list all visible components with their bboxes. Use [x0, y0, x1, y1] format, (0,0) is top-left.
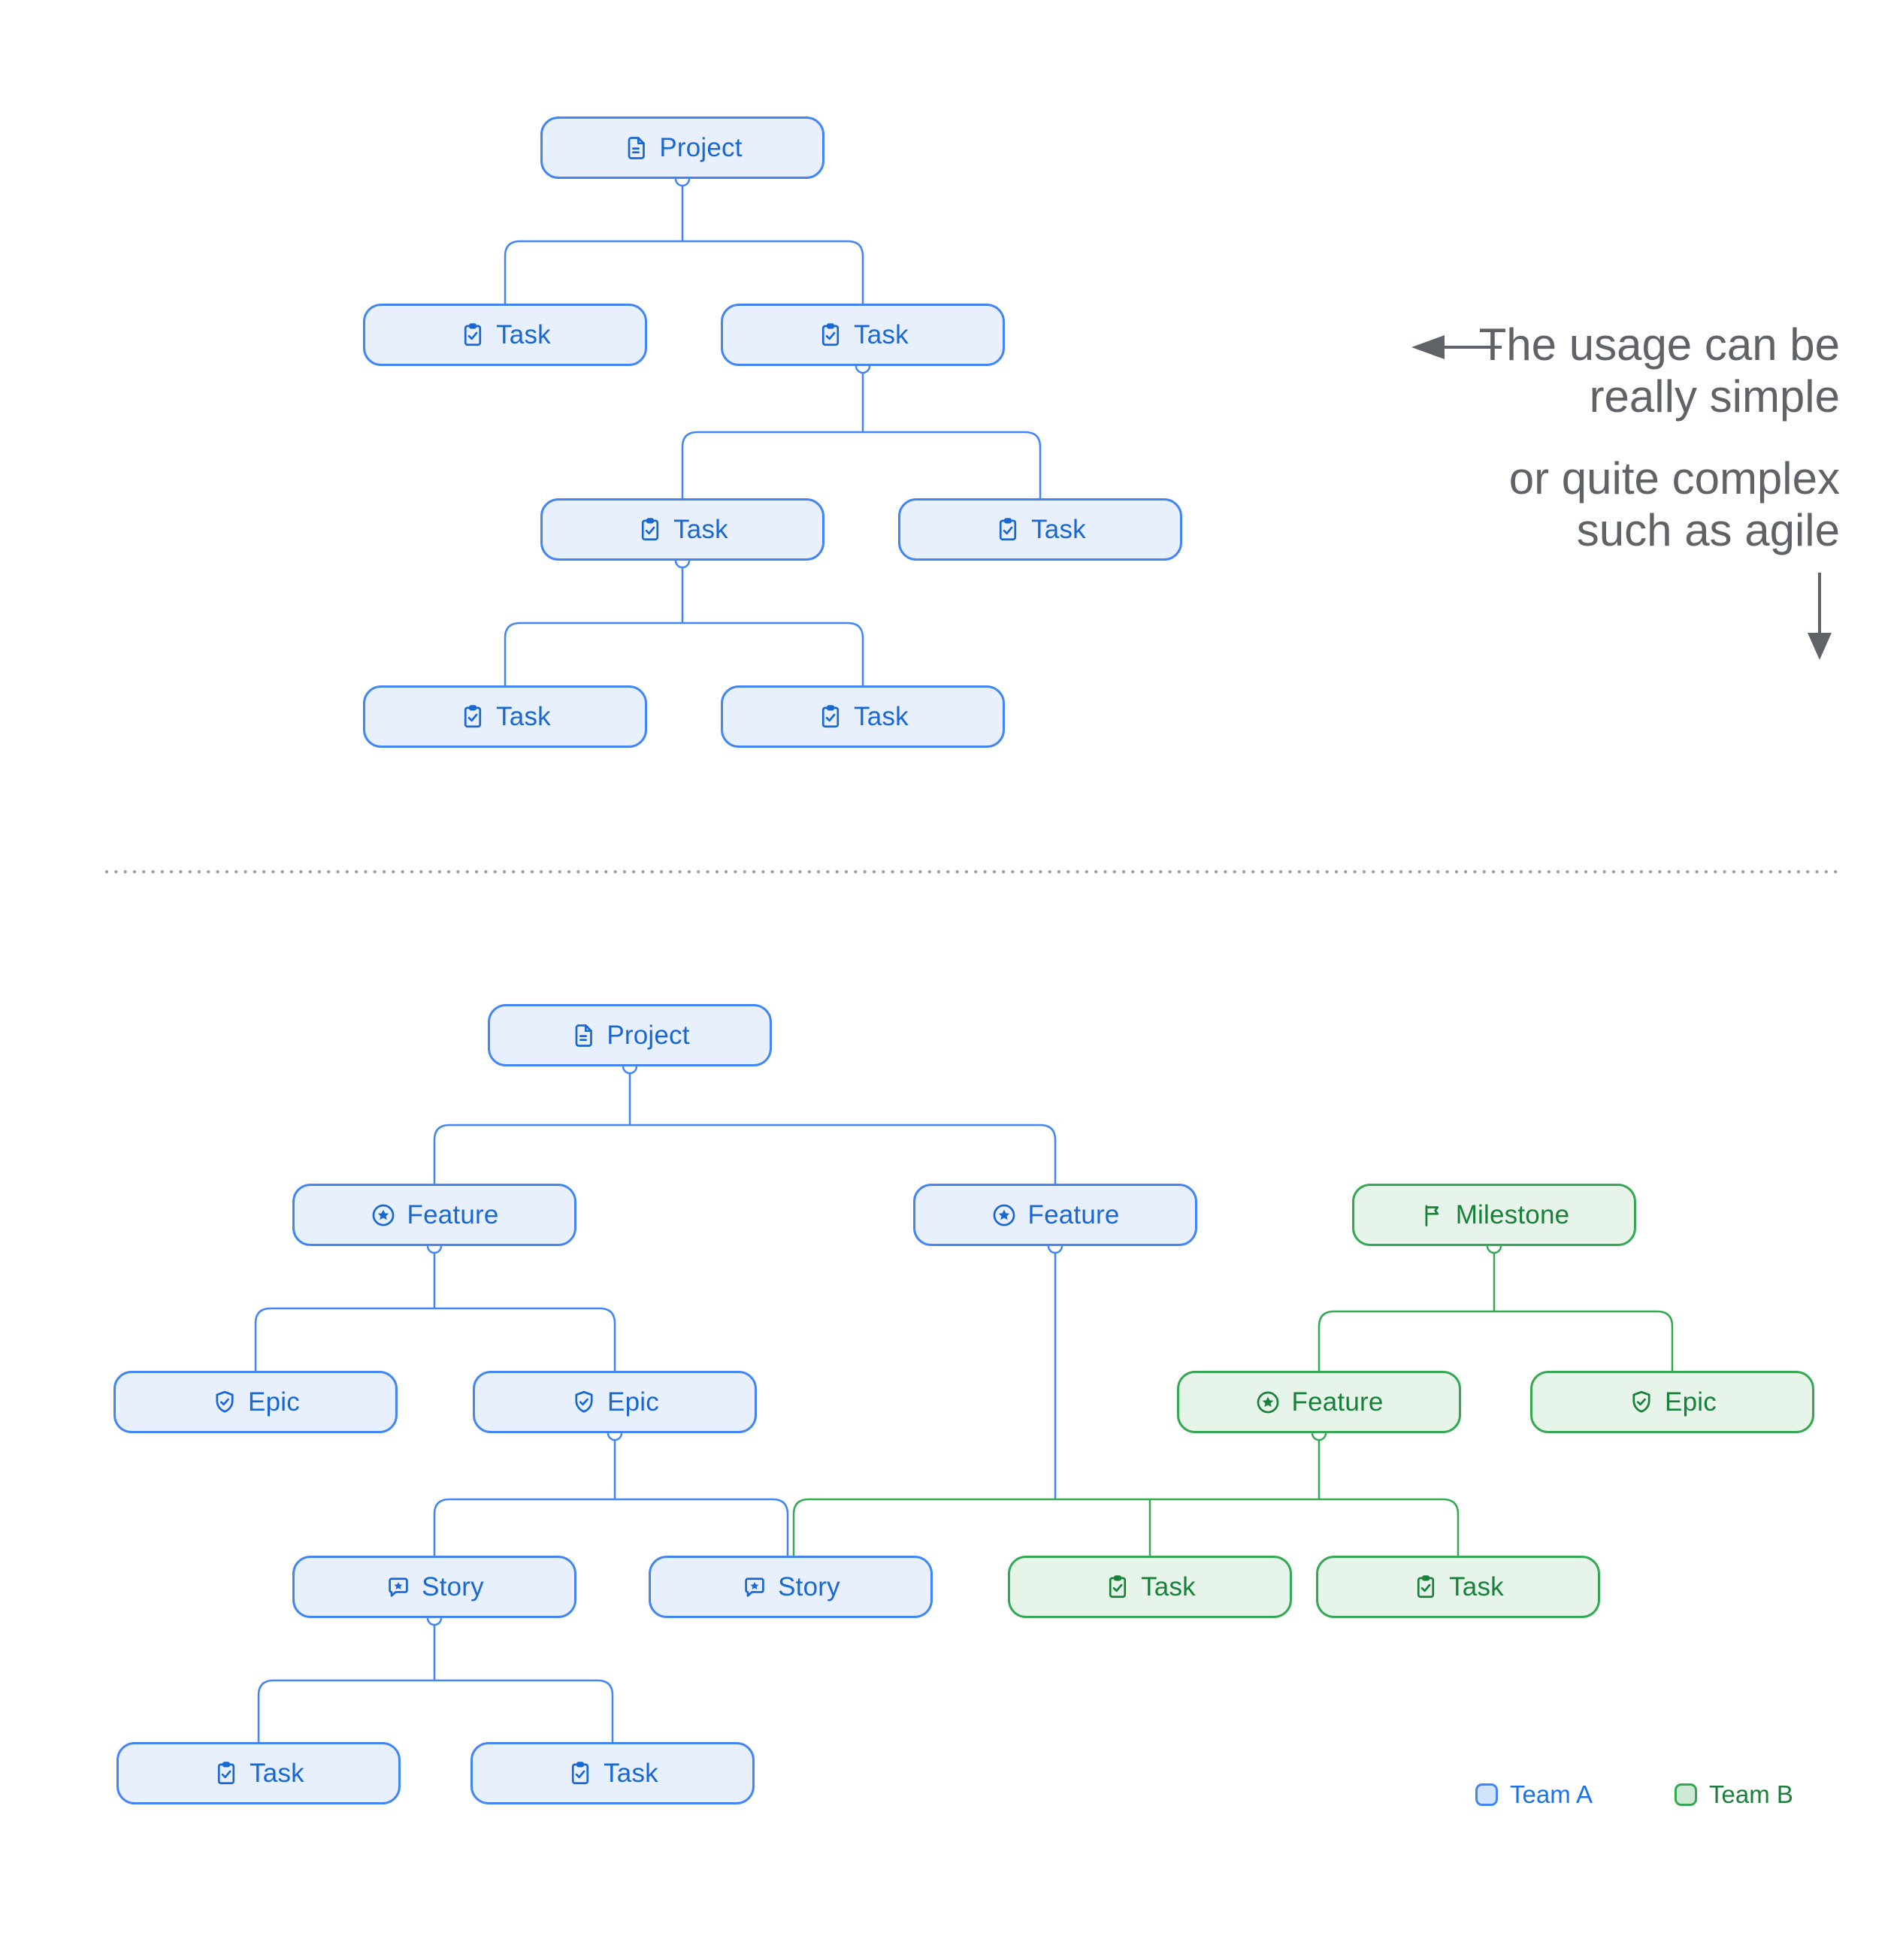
annotation-line: The usage can be: [1478, 319, 1840, 370]
node-top-task-2[interactable]: Task: [721, 304, 1005, 366]
team-b-swatch-icon: [1675, 1783, 1697, 1806]
connector-edge: [504, 567, 864, 685]
node-label: Task: [854, 701, 909, 731]
legend-item-team-b: Team B: [1675, 1780, 1793, 1809]
task-icon: [464, 322, 482, 346]
feature-icon: [1257, 1391, 1279, 1413]
node-bot-epic-3[interactable]: Epic: [1530, 1371, 1814, 1433]
node-bot-feature-2[interactable]: Feature: [913, 1184, 1197, 1246]
node-bot-story-1[interactable]: Story: [292, 1556, 576, 1618]
node-bot-feature-3[interactable]: Feature: [1177, 1371, 1461, 1433]
epic-icon: [575, 1390, 593, 1413]
annotation-line: really simple: [1589, 371, 1840, 422]
task-icon: [1000, 517, 1017, 540]
epic-icon: [1632, 1390, 1650, 1413]
node-bot-task-3[interactable]: Task: [116, 1742, 401, 1804]
node-label: Task: [496, 319, 551, 349]
legend-item-team-a: Team A: [1475, 1780, 1593, 1809]
annotation-paragraph-complex: or quite complex such as agile: [1314, 452, 1840, 556]
task-icon: [642, 517, 659, 540]
document-icon: [628, 136, 646, 159]
task-icon: [572, 1761, 589, 1784]
task-icon: [1109, 1574, 1127, 1598]
node-bot-task-4[interactable]: Task: [470, 1742, 755, 1804]
node-top-task-1[interactable]: Task: [363, 304, 647, 366]
feature-icon: [373, 1204, 395, 1226]
connector-edge: [1318, 1253, 1674, 1371]
task-icon: [218, 1761, 235, 1784]
task-icon: [464, 704, 482, 727]
legend-label: Team A: [1510, 1780, 1593, 1808]
feature-icon: [994, 1204, 1015, 1226]
node-bot-story-2[interactable]: Story: [649, 1556, 933, 1618]
node-bot-task-1[interactable]: Task: [1008, 1556, 1292, 1618]
connector-edge: [257, 1625, 614, 1742]
connector-edge: [681, 373, 1042, 498]
node-label: Task: [1141, 1571, 1196, 1602]
annotation-text: The usage can be really simple or quite …: [1314, 319, 1840, 556]
node-label: Story: [422, 1571, 484, 1602]
node-label: Epic: [1665, 1387, 1717, 1417]
task-icon: [1417, 1574, 1435, 1598]
document-icon: [575, 1024, 593, 1047]
node-label: Feature: [1291, 1387, 1384, 1417]
node-label: Epic: [248, 1387, 300, 1417]
node-top-task-3[interactable]: Task: [540, 498, 824, 561]
node-bot-milestone[interactable]: Milestone: [1352, 1184, 1636, 1246]
node-bot-project[interactable]: Project: [488, 1004, 772, 1066]
node-label: Feature: [407, 1199, 499, 1230]
node-label: Project: [607, 1020, 690, 1050]
task-icon: [822, 704, 840, 727]
node-label: Task: [673, 514, 728, 544]
epic-icon: [216, 1390, 234, 1413]
connector-edge: [433, 1440, 789, 1556]
node-top-task-6[interactable]: Task: [721, 685, 1005, 748]
connector-edge: [254, 1253, 616, 1371]
node-bot-epic-1[interactable]: Epic: [113, 1371, 398, 1433]
flag-icon: [1425, 1205, 1439, 1227]
node-label: Task: [1031, 514, 1086, 544]
node-label: Task: [1449, 1571, 1504, 1602]
node-label: Task: [604, 1758, 658, 1788]
node-label: Task: [496, 701, 551, 731]
annotation-line: such as agile: [1576, 505, 1840, 555]
story-icon: [389, 1577, 408, 1597]
node-top-task-5[interactable]: Task: [363, 685, 647, 748]
node-label: Feature: [1027, 1199, 1120, 1230]
node-bot-epic-2[interactable]: Epic: [473, 1371, 757, 1433]
left-arrow-icon: [1411, 335, 1502, 359]
story-icon: [745, 1577, 764, 1597]
node-top-project[interactable]: Project: [540, 116, 824, 179]
task-icon: [822, 322, 840, 346]
node-bot-task-2[interactable]: Task: [1316, 1556, 1600, 1618]
team-a-swatch-icon: [1475, 1783, 1498, 1806]
node-label: Story: [778, 1571, 840, 1602]
connector-edge: [433, 1073, 1057, 1184]
node-label: Epic: [607, 1387, 659, 1417]
connector-edge: [504, 186, 864, 304]
annotation-line: or quite complex: [1508, 453, 1840, 504]
node-label: Task: [250, 1758, 304, 1788]
node-label: Project: [659, 132, 743, 162]
node-bot-feature-1[interactable]: Feature: [292, 1184, 576, 1246]
annotation-paragraph-simple: The usage can be really simple: [1314, 319, 1840, 422]
connector-edge: [792, 1440, 1460, 1556]
node-top-task-4[interactable]: Task: [898, 498, 1182, 561]
node-label: Task: [854, 319, 909, 349]
node-label: Milestone: [1455, 1199, 1570, 1230]
legend-label: Team B: [1709, 1780, 1793, 1808]
down-arrow-icon: [1808, 573, 1832, 660]
